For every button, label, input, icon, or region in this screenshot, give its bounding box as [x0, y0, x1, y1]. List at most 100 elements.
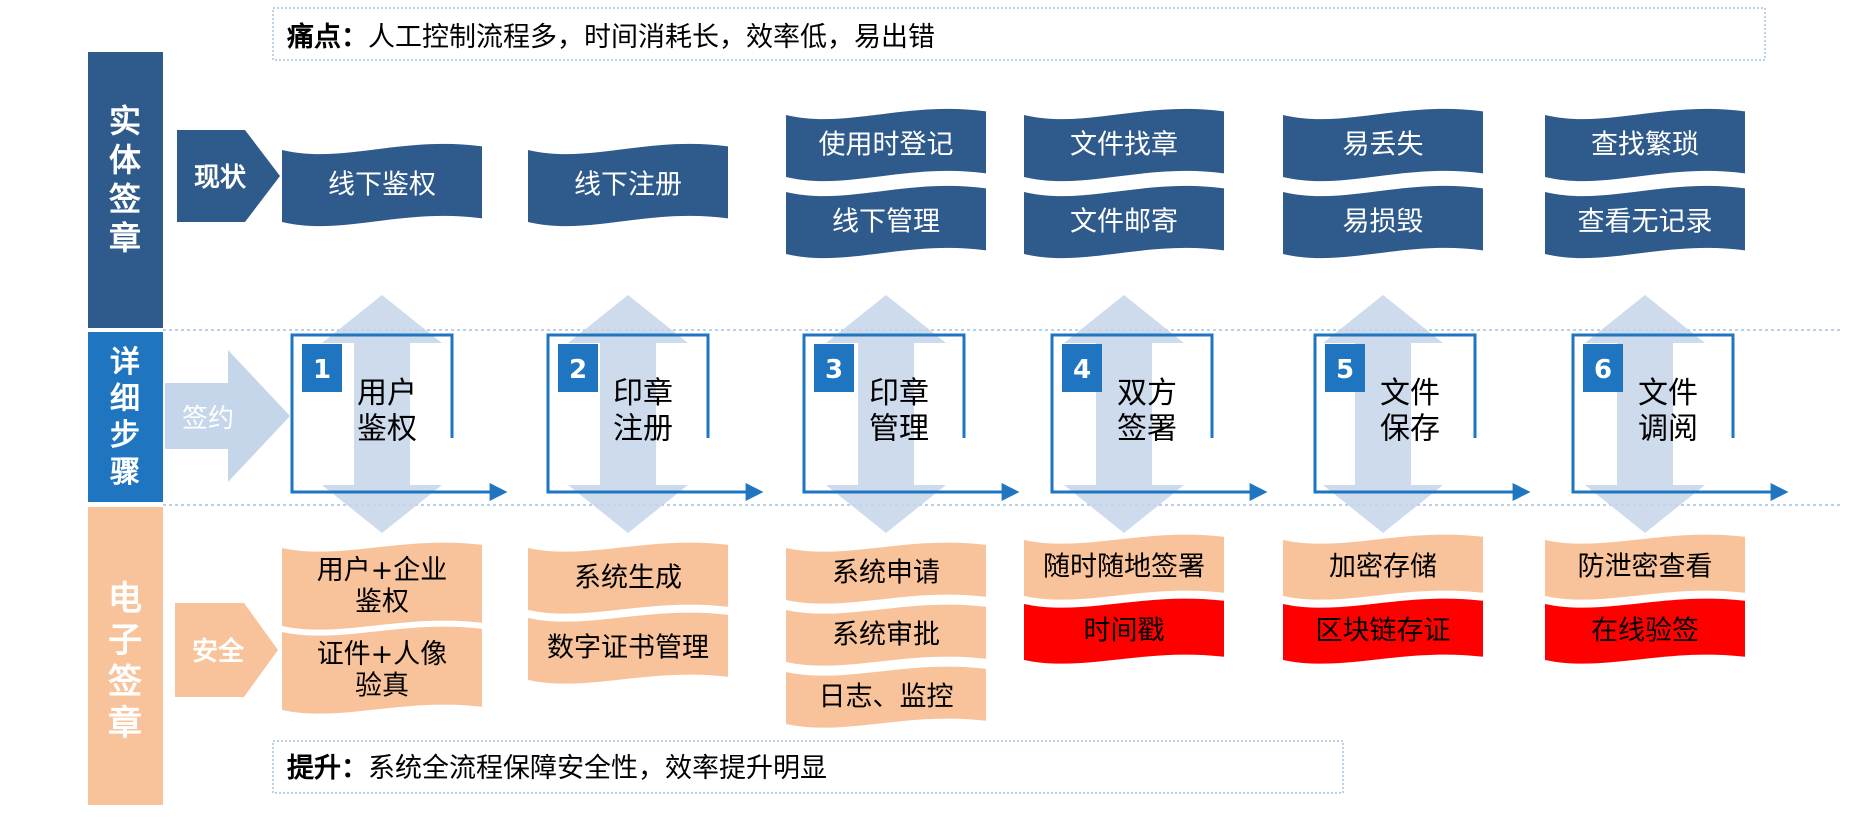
pain-point-text: 痛点：人工控制流程多，时间消耗长，效率低，易出错: [287, 21, 935, 53]
electronic-item-label: 时间戳: [1084, 616, 1165, 647]
electronic-item-label: 用户+企业鉴权: [317, 555, 448, 618]
step-frame: [1050, 333, 1268, 501]
improvement-box: [272, 740, 1344, 794]
physical-item-shape: [528, 143, 728, 227]
row-bar-physical: [88, 52, 163, 328]
double-arrow: [568, 295, 688, 533]
step-number: 6: [1594, 355, 1612, 385]
electronic-item-shape: [786, 604, 986, 666]
physical-item-label: 易丢失: [1343, 130, 1424, 161]
tag-security-arrow: [175, 603, 278, 697]
row-label-physical: 实体签章: [109, 102, 141, 257]
physical-item-shape: [786, 185, 986, 259]
electronic-item-label: 加密存储: [1329, 552, 1437, 583]
electronic-item-label: 数字证书管理: [547, 633, 709, 664]
step-number-badge: [1583, 344, 1623, 392]
double-arrow: [1064, 295, 1184, 533]
electronic-item-label: 证件+人像验真: [317, 639, 448, 702]
step-frame: [546, 333, 764, 501]
double-arrow: [1585, 295, 1705, 533]
electronic-item-label: 系统生成: [574, 563, 682, 594]
step-number: 2: [569, 355, 587, 385]
electronic-item-shape: [1545, 598, 1745, 664]
pain-point-box: [272, 7, 1766, 61]
electronic-item-label: 区块链存证: [1316, 616, 1451, 647]
tag-sign-label: 签约: [182, 404, 234, 434]
step-frame: [1571, 333, 1789, 501]
physical-item-label: 易损毁: [1343, 207, 1424, 238]
physical-item-shape: [1283, 185, 1483, 259]
step-number: 1: [313, 355, 331, 385]
row-label-electronic: 电子签章: [108, 579, 142, 743]
step-number-badge: [302, 344, 342, 392]
step-number-badge: [558, 344, 598, 392]
step-label: 文件调阅: [1638, 376, 1698, 446]
electronic-item-shape: [528, 542, 728, 614]
electronic-item-shape: [1024, 534, 1224, 600]
electronic-item-label: 在线验签: [1591, 616, 1699, 647]
physical-item-shape: [1545, 108, 1745, 182]
step-label: 印章管理: [869, 376, 929, 446]
electronic-item-shape: [1545, 534, 1745, 600]
step-number-badge: [1325, 344, 1365, 392]
electronic-item-label: 系统申请: [832, 558, 940, 589]
electronic-item-label: 随时随地签署: [1043, 552, 1205, 583]
step-label: 印章注册: [613, 376, 673, 446]
step-label: 文件保存: [1380, 376, 1440, 446]
physical-item-shape: [282, 143, 482, 227]
electronic-item-shape: [528, 612, 728, 684]
physical-item-shape: [1545, 185, 1745, 259]
row-label-detail: 详细步骤: [110, 345, 140, 490]
row-bar-detail: [88, 332, 163, 502]
step-label: 双方签署: [1117, 376, 1177, 446]
step-frame: [1313, 333, 1531, 501]
tag-current-arrow: [177, 130, 280, 222]
physical-item-shape: [1024, 108, 1224, 182]
physical-item-shape: [786, 108, 986, 182]
electronic-item-shape: [282, 626, 482, 714]
step-label: 用户鉴权: [357, 376, 417, 446]
step-number-badge: [814, 344, 854, 392]
double-arrow: [826, 295, 946, 533]
pain-point-body: 人工控制流程多，时间消耗长，效率低，易出错: [368, 22, 935, 53]
step-number: 3: [825, 355, 843, 385]
physical-item-label: 查找繁琐: [1591, 130, 1699, 161]
step-frame: [290, 333, 508, 501]
physical-item-label: 线下鉴权: [328, 170, 436, 201]
row-bar-electronic: [88, 507, 163, 805]
physical-item-label: 文件邮寄: [1070, 207, 1178, 238]
physical-item-label: 文件找章: [1070, 130, 1178, 161]
step-number-badge: [1062, 344, 1102, 392]
physical-item-shape: [1283, 108, 1483, 182]
improvement-label: 提升：: [287, 753, 368, 784]
tag-sign-arrow: [165, 350, 290, 482]
electronic-item-label: 系统审批: [832, 620, 940, 651]
tag-security-label: 安全: [192, 636, 245, 667]
pain-point-label: 痛点：: [287, 21, 368, 53]
electronic-item-label: 防泄密查看: [1578, 552, 1713, 583]
physical-item-label: 线下管理: [832, 207, 940, 238]
electronic-item-shape: [1283, 598, 1483, 664]
physical-item-label: 使用时登记: [819, 130, 954, 161]
electronic-item-shape: [1024, 598, 1224, 664]
electronic-item-shape: [1283, 534, 1483, 600]
double-arrow: [1323, 295, 1443, 533]
tag-current-label: 现状: [194, 163, 247, 193]
step-frame: [802, 333, 1020, 501]
electronic-item-shape: [282, 542, 482, 630]
double-arrow: [322, 295, 442, 533]
electronic-item-shape: [786, 542, 986, 604]
physical-item-label: 线下注册: [574, 170, 682, 201]
physical-item-shape: [1024, 185, 1224, 259]
physical-item-label: 查看无记录: [1578, 207, 1713, 238]
improvement-body: 系统全流程保障安全性，效率提升明显: [368, 753, 827, 784]
electronic-item-label: 日志、监控: [819, 682, 954, 713]
